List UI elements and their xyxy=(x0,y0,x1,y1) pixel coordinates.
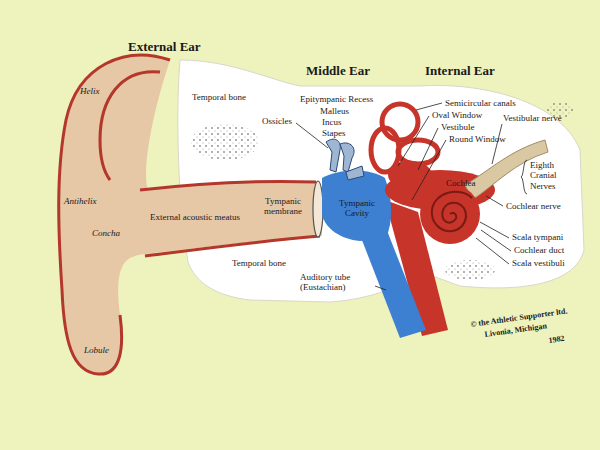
section-heading: Internal Ear xyxy=(425,64,495,79)
part-label: Semicircular canals xyxy=(445,98,516,108)
part-label: Tympanic Cavity xyxy=(330,198,384,219)
part-label: Lobule xyxy=(84,345,109,355)
part-label: External acoustic meatus xyxy=(150,212,240,222)
part-label: Vestibular nerve xyxy=(503,113,562,123)
part-label: Stapes xyxy=(322,128,346,138)
part-label: Helix xyxy=(80,86,100,96)
part-label: Auditory tube (Eustachian) xyxy=(300,272,375,293)
canal-wall xyxy=(140,181,316,190)
part-label: Tympanic membrane xyxy=(252,196,314,217)
part-label: Cochlear nerve xyxy=(506,201,561,211)
part-label: Temporal bone xyxy=(192,92,246,102)
part-label: Malleus xyxy=(320,106,349,116)
part-label: Oval Window xyxy=(432,110,482,120)
stapes xyxy=(346,166,364,180)
malleus xyxy=(326,139,340,172)
part-label: Round Window xyxy=(449,134,506,144)
part-label: Temporal bone xyxy=(232,258,286,268)
leader-lines xyxy=(296,103,527,290)
part-label: Epitympanic Recess xyxy=(300,94,373,104)
section-heading: Middle Ear xyxy=(306,64,370,79)
part-label: Scala tympani xyxy=(512,232,563,242)
antihelix-fold xyxy=(100,72,160,180)
tympanic-membrane xyxy=(313,181,323,237)
bone-stipple xyxy=(191,124,259,160)
part-label: Eighth Cranial Nerves xyxy=(530,160,576,191)
section-heading: External Ear xyxy=(128,40,201,55)
cochlea xyxy=(420,184,480,244)
part-label: Concha xyxy=(92,228,120,238)
part-label: Ossicles xyxy=(262,116,292,126)
canal-wall xyxy=(145,236,320,256)
part-label: Vestibule xyxy=(441,122,475,132)
auditory-tube xyxy=(360,228,426,338)
semicircular-canal xyxy=(382,104,418,140)
part-label: Cochlear duct xyxy=(514,245,564,255)
part-label: 1982 xyxy=(548,334,565,345)
bone-stipple xyxy=(445,260,495,280)
tympanic-cavity xyxy=(322,171,391,242)
cochlea-spiral xyxy=(432,192,472,231)
incus xyxy=(340,143,354,172)
semicircular-canal xyxy=(398,140,438,164)
part-label: Incus xyxy=(322,117,342,127)
part-label: Scala vestibuli xyxy=(512,258,565,268)
part-label: Cochlea xyxy=(446,178,476,188)
vestibule xyxy=(388,161,432,189)
part-label: Antihelix xyxy=(64,196,97,206)
ear-canal xyxy=(112,181,322,258)
